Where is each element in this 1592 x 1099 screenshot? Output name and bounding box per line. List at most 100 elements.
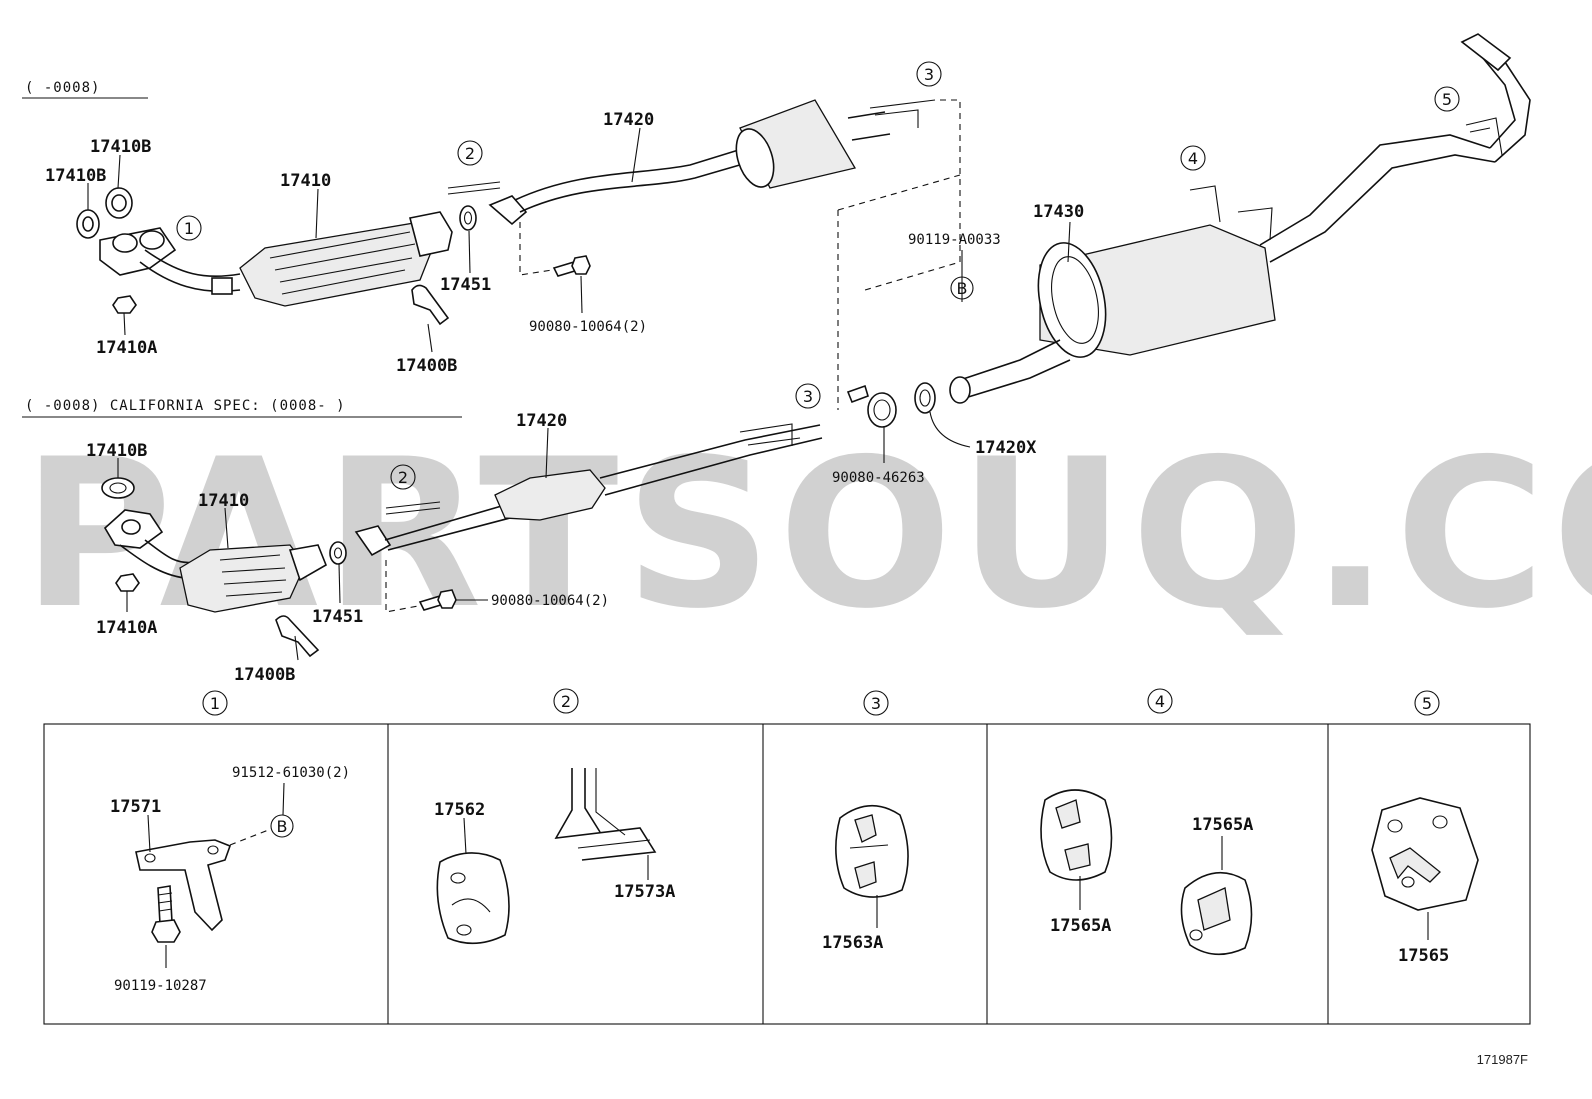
tail-pipe xyxy=(1259,134,1496,263)
label-17410a-upper: 17410A xyxy=(96,338,157,358)
catalytic-converter-lower xyxy=(179,544,306,613)
detail-callout-1: 1 xyxy=(210,694,220,713)
nut-17410a xyxy=(112,295,137,314)
rear-inlet-end xyxy=(949,376,971,404)
converter-ribs xyxy=(269,231,416,295)
converter-outlet-flange xyxy=(409,211,453,257)
rear-inlet-pipe xyxy=(959,339,1071,399)
flange-port-2 xyxy=(139,230,165,250)
label-17451-upper: 17451 xyxy=(440,275,491,295)
bracket-17400b-lower xyxy=(275,615,320,658)
label-17400b-upper: 17400B xyxy=(396,356,457,376)
label-17410a-lower: 17410A xyxy=(96,618,157,638)
watermark: PARTSOUQ.COM xyxy=(22,416,1592,654)
callout-3-upper: 3 xyxy=(924,65,934,84)
label-17420x: 17420X xyxy=(975,438,1037,458)
hanger-3-upper xyxy=(869,99,936,128)
label-90119-10287: 90119-10287 xyxy=(114,978,207,994)
label-17400b-lower: 17400B xyxy=(234,665,295,685)
bracket-17400b xyxy=(411,284,450,326)
figure-reference: 171987F xyxy=(1477,1052,1528,1067)
rear-muffler-end xyxy=(1037,242,1107,358)
label-17420-lower: 17420 xyxy=(516,411,567,431)
guide-dash-upper xyxy=(519,222,553,276)
bracket-17571 xyxy=(135,839,232,932)
flange-port-1 xyxy=(112,233,138,253)
callout-1-main: 1 xyxy=(184,219,194,238)
callout-3-lower: 3 xyxy=(803,387,813,406)
pipe-joint xyxy=(211,277,233,295)
gasket-17420x xyxy=(914,382,936,414)
upper-assembly xyxy=(76,99,961,410)
gasket-17451-lower xyxy=(329,541,347,565)
callout-2-upper: 2 xyxy=(465,144,475,163)
detail-frame xyxy=(43,723,1531,1025)
callout-4-main: 4 xyxy=(1188,149,1198,168)
label-17410-lower: 17410 xyxy=(198,491,249,511)
ref-b-detail: B xyxy=(277,817,288,836)
label-17565a-left: 17565A xyxy=(1050,916,1111,936)
center-pipe-flange-lower xyxy=(354,525,392,557)
detail-callout-5: 5 xyxy=(1422,694,1432,713)
lower-assembly xyxy=(101,423,823,661)
insulator-17565 xyxy=(1371,797,1479,911)
front-pipe-flange xyxy=(99,227,177,276)
caption-lower: ( -0008) CALIFORNIA SPEC: (0008- ) xyxy=(25,398,346,414)
detail-callout-2: 2 xyxy=(561,692,571,711)
hanger-5 xyxy=(1465,117,1503,156)
label-90119-a0033: 90119-A0033 xyxy=(908,232,1001,248)
center-pipe-upper xyxy=(514,147,751,213)
detail-callout-3: 3 xyxy=(871,694,881,713)
label-17420-upper: 17420 xyxy=(603,110,654,130)
muffler-outlet xyxy=(847,111,891,141)
hanger-3-lower xyxy=(739,423,801,446)
callouts-main: 1 2 3 2 3 4 5 B xyxy=(176,61,1460,490)
callout-5-main: 5 xyxy=(1442,90,1452,109)
label-17563a: 17563A xyxy=(822,933,883,953)
gasket-17410b-right-hole xyxy=(111,194,127,212)
label-17573a: 17573A xyxy=(614,882,675,902)
bolt-90119-10287 xyxy=(157,885,173,925)
tail-pipe-tip xyxy=(1460,33,1512,72)
detail-panel: 1 2 3 4 5 B 17571 91512-61030(2) 90119-1… xyxy=(43,688,1531,1025)
insulator-17563a xyxy=(835,804,909,898)
part-labels-main: 17410B 17410B 17410 17410A 17400B 17451 … xyxy=(45,110,1084,685)
label-17562: 17562 xyxy=(434,800,485,820)
rear-assembly xyxy=(846,33,1531,463)
label-17565a-right: 17565A xyxy=(1192,815,1253,835)
guide-dash-to-b xyxy=(864,99,961,291)
nut-17410a-lower xyxy=(115,573,140,592)
label-17410b-a: 17410B xyxy=(90,137,151,157)
center-muffler-end xyxy=(735,128,775,188)
label-17430: 17430 xyxy=(1033,202,1084,222)
center-pipe-lower xyxy=(599,424,823,496)
center-pipe-flange xyxy=(488,195,528,226)
detail-callout-4: 4 xyxy=(1155,692,1165,711)
label-17571: 17571 xyxy=(110,797,161,817)
gasket-17451-upper xyxy=(459,205,477,231)
label-90080-46263: 90080-46263 xyxy=(832,470,925,486)
insulator-17562 xyxy=(436,852,510,945)
label-17410-upper: 17410 xyxy=(280,171,331,191)
label-91512-61030: 91512-61030(2) xyxy=(232,765,350,781)
caption-upper: ( -0008) xyxy=(25,80,100,96)
callout-2-lower: 2 xyxy=(398,468,408,487)
label-17451-lower: 17451 xyxy=(312,607,363,627)
center-converter-lower xyxy=(494,469,606,521)
hanger-17573a xyxy=(554,768,657,861)
label-17410b-lower: 17410B xyxy=(86,441,147,461)
converter-outlet-flange-lower xyxy=(288,544,328,582)
hanger-4 xyxy=(1189,185,1273,241)
catalytic-converter-upper xyxy=(239,221,436,307)
label-17565: 17565 xyxy=(1398,946,1449,966)
gasket-17410b-left-hole xyxy=(82,216,94,232)
gasket-17410b-lower xyxy=(101,477,135,499)
label-90080-10064-lower: 90080-10064(2) xyxy=(491,593,609,609)
label-17410b-b: 17410B xyxy=(45,166,106,186)
label-90080-10064-upper: 90080-10064(2) xyxy=(529,319,647,335)
ref-b-main: B xyxy=(957,279,968,298)
ring-90080-46263 xyxy=(867,392,897,428)
center-pipe-hanger-rod xyxy=(447,181,501,195)
